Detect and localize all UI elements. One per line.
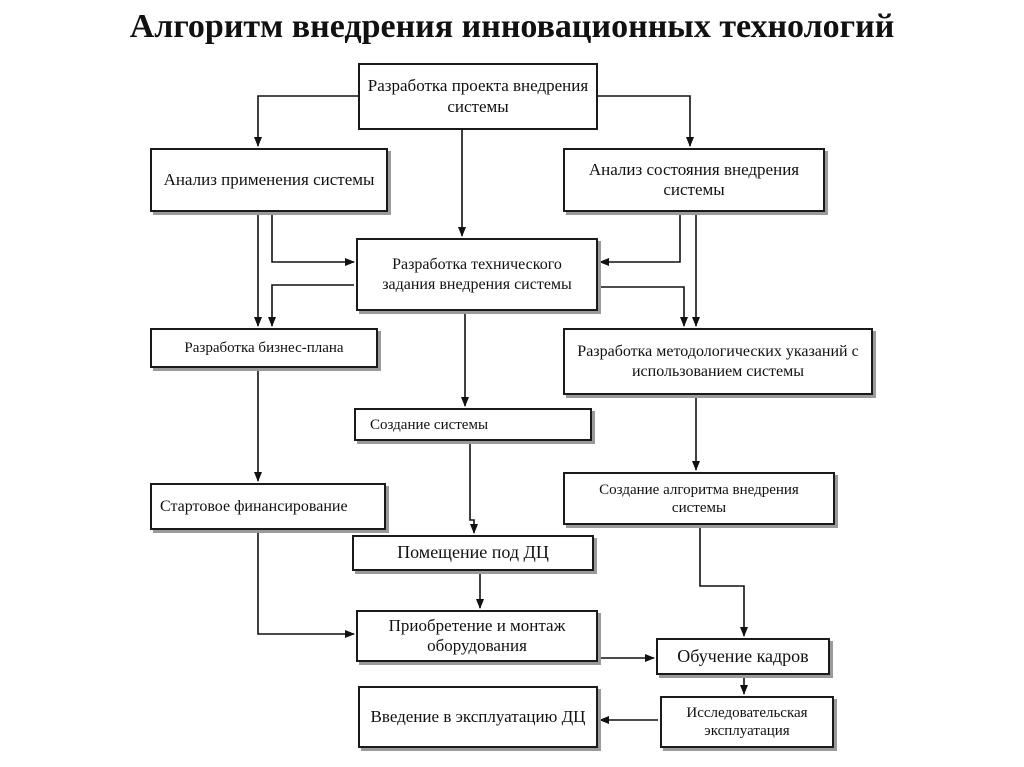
arrow-analysis-use-to-tech-task — [271, 212, 355, 266]
box-create-algorithm-label: Создание алгоритма внедрения системы — [599, 481, 799, 516]
box-analysis-state-label: Анализ состояния внедрения системы — [588, 159, 800, 199]
box-create-system: Создание системы — [354, 408, 592, 441]
box-staff-training: Обучение кадров — [656, 638, 830, 675]
box-create-system-label: Создание системы — [370, 416, 489, 433]
arrow-funding-to-equipment — [257, 530, 355, 638]
arrow-create-system-to-premises — [469, 441, 478, 534]
box-create-algorithm: Создание алгоритма внедрения системы — [563, 472, 835, 525]
box-analysis-state: Анализ состояния внедрения системы — [563, 148, 825, 212]
box-staff-training-label: Обучение кадров — [677, 645, 809, 666]
box-research-operation-label: Исследовательская эксплуатация — [686, 705, 808, 739]
box-dc-premises-label: Помещение под ДЦ — [397, 542, 549, 563]
arrow-tech-task-to-guidelines — [600, 286, 688, 327]
box-research-operation: Исследовательская эксплуатация — [660, 696, 834, 748]
box-business-plan-label: Разработка бизнес-плана — [184, 340, 344, 356]
box-start-funding: Стартовое финансирование — [150, 483, 386, 530]
box-method-guidelines: Разработка методологических указаний с и… — [563, 328, 873, 395]
box-analysis-use: Анализ применения системы — [150, 148, 388, 212]
box-start-funding-label: Стартовое финансирование — [160, 497, 348, 515]
page-title: Алгоритм внедрения инновационных техноло… — [129, 8, 895, 45]
box-dc-premises: Помещение под ДЦ — [352, 535, 594, 571]
arrow-project-to-analysis-state — [598, 95, 694, 147]
arrow-project-to-analysis-use — [254, 95, 358, 147]
arrow-analysis-state-to-tech-task — [599, 212, 681, 266]
box-project-development: Разработка проекта внедрения системы — [358, 63, 598, 130]
box-equipment: Приобретение и монтаж оборудования — [356, 610, 598, 662]
box-tech-task: Разработка технического задания внедрени… — [356, 238, 598, 311]
box-business-plan: Разработка бизнес-плана — [150, 328, 378, 368]
box-dc-operation-label: Введение в эксплуатацию ДЦ — [370, 706, 586, 726]
box-analysis-use-label: Анализ применения системы — [163, 169, 375, 189]
box-dc-operation: Введение в эксплуатацию ДЦ — [358, 686, 598, 748]
box-method-guidelines-label: Разработка методологических указаний с и… — [577, 343, 859, 380]
box-equipment-label: Приобретение и монтаж оборудования — [388, 615, 566, 655]
arrow-algorithm-to-training — [699, 525, 748, 637]
arrow-tech-task-to-business-plan — [268, 284, 354, 327]
box-project-development-label: Разработка проекта внедрения системы — [367, 76, 589, 116]
box-tech-task-label: Разработка технического задания внедрени… — [382, 256, 572, 293]
